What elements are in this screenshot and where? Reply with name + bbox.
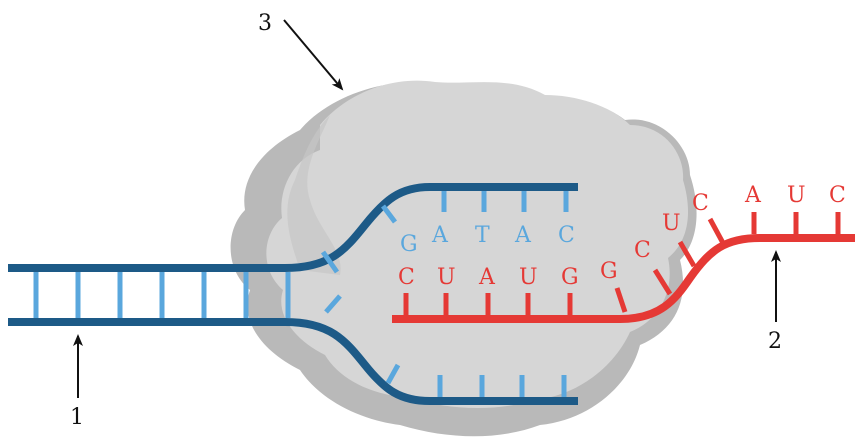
rna-base-label: C: [829, 183, 846, 208]
rna-base-label: U: [787, 183, 806, 208]
rna-base-label: G: [561, 265, 579, 290]
rna-base-label: U: [662, 211, 681, 236]
dna-base-label: A: [431, 223, 449, 248]
callout-arrow-enzyme: [284, 20, 342, 89]
dna-base-label: T: [475, 223, 490, 248]
rna-base-label: U: [519, 265, 538, 290]
dna-base-label: A: [514, 223, 532, 248]
dna-base-label: C: [558, 223, 575, 248]
rna-base-label: U: [437, 265, 456, 290]
rna-base-label: A: [478, 265, 496, 290]
rna-base-label: C: [692, 191, 709, 216]
callout-label-rna: 2: [768, 329, 782, 354]
rna-rung: [710, 219, 723, 243]
callout-label-enzyme: 3: [258, 11, 272, 36]
dna-base-label: G: [400, 232, 418, 257]
callout-label-dna: 1: [70, 405, 84, 430]
rna-base-label: C: [634, 238, 651, 263]
rna-base-label: A: [744, 183, 762, 208]
rna-base-label: C: [398, 265, 415, 290]
rna-base-label: G: [600, 259, 618, 284]
